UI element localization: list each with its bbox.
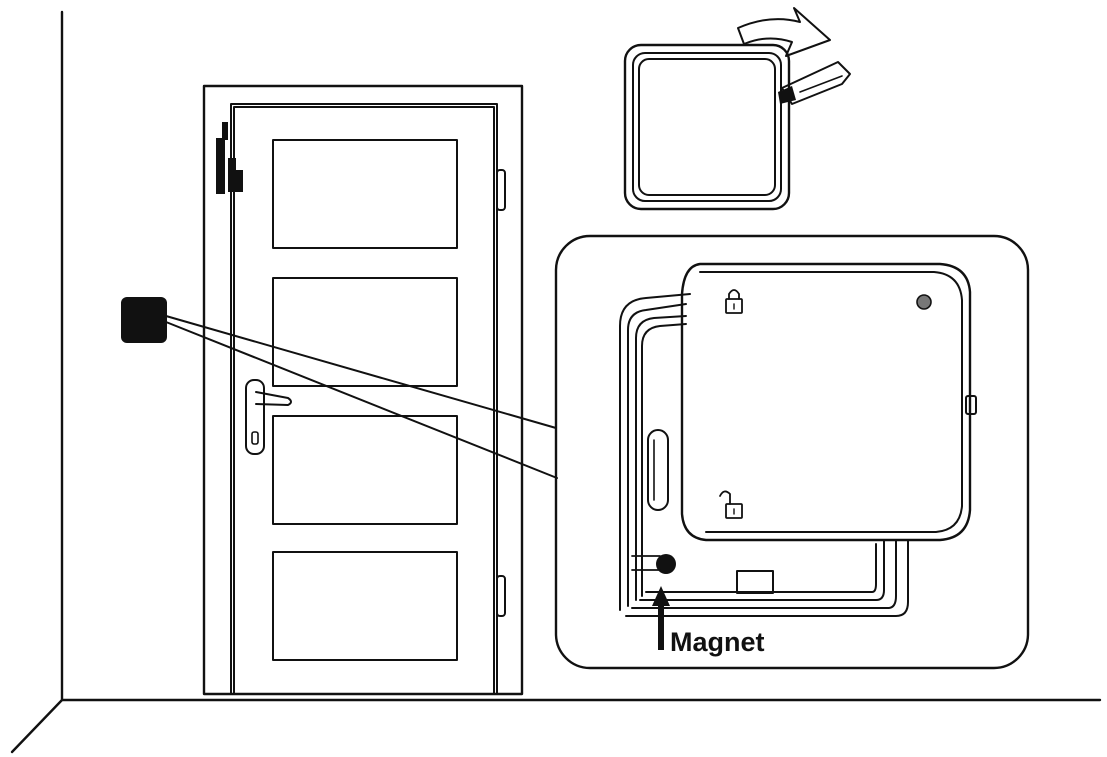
sensor-housing: [680, 262, 977, 542]
callout-rays: [165, 315, 558, 479]
lock-closed-icon: [725, 289, 743, 314]
square-sensor-icon: [121, 297, 167, 343]
curved-arrow-icon: [737, 7, 831, 57]
door-panels: [272, 139, 458, 661]
led-indicator-icon: [916, 294, 932, 310]
lock-open-icon: [719, 490, 743, 519]
arrow-up-icon: [652, 586, 670, 650]
room-walls: [10, 10, 1102, 754]
door-icon: [202, 84, 524, 696]
door-handle-icon: [245, 379, 292, 455]
sensor-cover-icon: [623, 43, 791, 211]
magnet-label: Magnet: [670, 627, 765, 657]
magnet-marker: [631, 554, 676, 574]
screwdriver-icon: [778, 61, 851, 105]
frame-sensor-icon: [216, 122, 243, 194]
door-hinges: [496, 169, 506, 617]
detail-panel: Magnet: [554, 234, 1030, 670]
mounting-base: [619, 293, 909, 617]
